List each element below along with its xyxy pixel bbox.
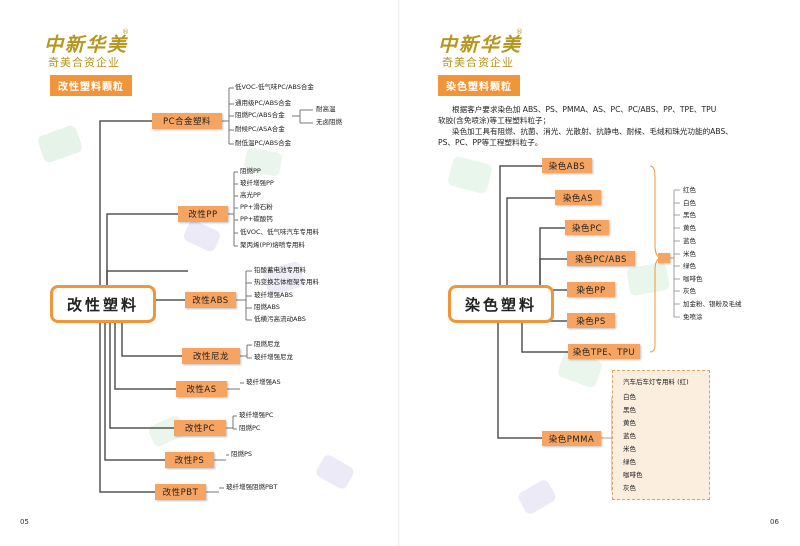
branch-abs: 改性ABS bbox=[185, 292, 236, 308]
branch-nylon: 改性尼龙 bbox=[182, 348, 240, 364]
pmma-color-item: 黄色 bbox=[623, 419, 636, 427]
color-item: 蓝色 bbox=[683, 237, 696, 245]
color-item: 免喷涂 bbox=[683, 313, 703, 321]
color-item: 绿色 bbox=[683, 262, 696, 270]
page-number: 06 bbox=[770, 518, 779, 526]
pmma-color-item: 绿色 bbox=[623, 458, 636, 466]
leaf-item: 玻纤增强PC bbox=[239, 411, 274, 419]
leaf-item: 阻燃PC/ABS合金 bbox=[235, 111, 285, 119]
leaf-item: 低VOC-低气味PC/ABS合金 bbox=[235, 83, 314, 91]
color-item: 米色 bbox=[683, 250, 696, 258]
root-node: 染色塑料 bbox=[448, 285, 554, 323]
leaf-item: 聚丙烯(PP)熔喷专用料 bbox=[240, 241, 305, 249]
root-node: 改性塑料 bbox=[50, 285, 156, 323]
intro-line: PS、PC、PP等工程塑料粒子。 bbox=[438, 138, 543, 147]
section-divider bbox=[50, 92, 130, 94]
leaf-item: 耐候PC/ASA合金 bbox=[235, 125, 285, 133]
leaf-item: 玻纤增强AS bbox=[246, 378, 281, 386]
pmma-color-item: 蓝色 bbox=[623, 432, 636, 440]
pmma-header: 汽车后车灯专用料 (红) bbox=[623, 378, 689, 386]
leaf-item: 高光PP bbox=[240, 191, 261, 199]
leaf-item: 阻燃ABS bbox=[254, 303, 280, 311]
pmma-color-item: 白色 bbox=[623, 393, 636, 401]
left-page: 中新华美 ® 奇美合资企业 改性塑料颗粒 bbox=[20, 28, 356, 526]
leaf-item: 玻纤增强阻燃PBT bbox=[226, 483, 278, 491]
color-item: 咖啡色 bbox=[683, 275, 703, 283]
leaf-item: PP+滑石粉 bbox=[240, 203, 273, 211]
leaf-item: 低横污高流动ABS bbox=[254, 315, 306, 323]
color-item: 加金粉、银粉及毛绒 bbox=[683, 300, 742, 308]
leaf-item: 玻纤增强尼龙 bbox=[254, 353, 293, 361]
color-item: 红色 bbox=[683, 186, 696, 194]
colors-connector-box bbox=[658, 253, 670, 263]
branch-dyed-abs: 染色ABS bbox=[542, 158, 592, 173]
section-divider bbox=[438, 92, 518, 94]
tree-connectors bbox=[497, 165, 680, 491]
branch-dyed-pc-abs: 染色PC/ABS bbox=[567, 251, 635, 266]
pmma-color-item: 咖啡色 bbox=[623, 471, 643, 479]
leaf-item: PP+碳酸钙 bbox=[240, 215, 273, 223]
color-item: 白色 bbox=[683, 199, 696, 207]
brand-registered-mark: ® bbox=[516, 28, 523, 36]
leaf-item: 阻燃PS bbox=[231, 450, 253, 458]
intro-line: 根据客户要求染色加 ABS、PS、PMMA、AS、PC、PC/ABS、PP、TP… bbox=[452, 105, 717, 114]
pmma-panel bbox=[612, 370, 710, 500]
intro-line: 染色加工具有阻燃、抗菌、消光、光散射、抗静电、耐候、毛绒和珠光功能的ABS、 bbox=[452, 127, 733, 136]
pmma-color-item: 黑色 bbox=[623, 406, 636, 414]
branch-pp: 改性PP bbox=[178, 206, 228, 222]
branch-ps: 改性PS bbox=[165, 452, 214, 468]
brand-subtitle: 奇美合资企业 bbox=[48, 56, 120, 69]
color-item: 灰色 bbox=[683, 287, 696, 295]
color-item: 黄色 bbox=[683, 224, 696, 232]
branch-dyed-ps: 染色PS bbox=[567, 313, 615, 328]
brand-name: 中新华美 bbox=[44, 34, 129, 56]
branch-pc-alloy: PC合金塑料 bbox=[152, 113, 222, 129]
leaf-item: 热变换芯体框架专用料 bbox=[254, 278, 319, 286]
leaf-item: 低VOC、低气味汽车专用料 bbox=[240, 228, 319, 236]
tree-connectors bbox=[99, 87, 313, 493]
brand-subtitle: 奇美合资企业 bbox=[442, 56, 514, 69]
leaf-item: 铅酸蓄电池专用料 bbox=[254, 266, 306, 274]
branch-dyed-pc: 染色PC bbox=[565, 220, 609, 235]
pmma-color-item: 米色 bbox=[623, 445, 636, 453]
leaf-item: 耐低温PC/ABS合金 bbox=[235, 139, 292, 147]
leaf-item: 阻燃PC bbox=[239, 424, 261, 432]
branch-dyed-pp: 染色PP bbox=[567, 282, 615, 297]
branch-dyed-tpe-tpu: 染色TPE、TPU bbox=[568, 344, 640, 359]
section-title: 改性塑料颗粒 bbox=[50, 75, 132, 96]
leaf-sub-item: 无卤阻燃 bbox=[316, 118, 342, 126]
branch-dyed-pmma: 染色PMMA bbox=[542, 431, 601, 446]
intro-line: 软胶(含免喷涂)等工程塑料粒子； bbox=[438, 116, 551, 125]
leaf-item: 阻燃尼龙 bbox=[254, 340, 280, 348]
section-title: 染色塑料颗粒 bbox=[438, 75, 520, 96]
branch-dyed-as: 染色AS bbox=[555, 190, 601, 205]
leaf-item: 玻纤增强PP bbox=[240, 179, 274, 187]
color-item: 黑色 bbox=[683, 211, 696, 219]
right-page: 中新华美 ® 奇美合资企业 染色塑料颗粒 根据客户要求染色加 ABS、PS、PM… bbox=[400, 0, 800, 546]
leaf-sub-item: 耐高温 bbox=[316, 105, 336, 113]
pmma-color-item: 灰色 bbox=[623, 484, 636, 492]
branch-pc: 改性PC bbox=[174, 420, 226, 436]
leaf-item: 阻燃PP bbox=[240, 167, 261, 175]
brand-name: 中新华美 bbox=[438, 34, 523, 56]
branch-pbt: 改性PBT bbox=[155, 484, 206, 500]
page-number: 05 bbox=[20, 518, 29, 526]
brand-registered-mark: ® bbox=[122, 28, 129, 36]
leaf-item: 玻纤增强ABS bbox=[254, 291, 293, 299]
leaf-item: 通用级PC/ABS合金 bbox=[235, 99, 292, 107]
branch-as: 改性AS bbox=[176, 381, 227, 397]
